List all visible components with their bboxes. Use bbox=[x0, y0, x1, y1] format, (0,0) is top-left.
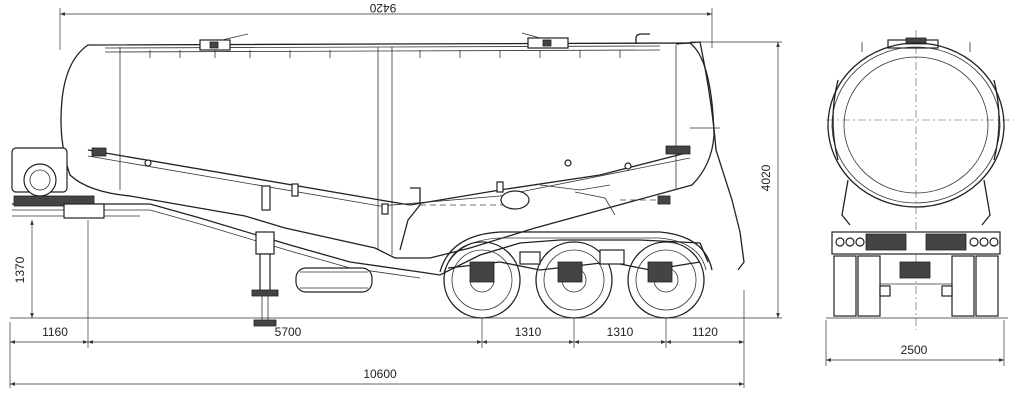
manhole-front bbox=[199, 33, 249, 51]
side-dimensions: 9420 4020 1370 1160 5700 1310 1310 1120 … bbox=[9, 1, 782, 388]
dim-seg-rear: 1120 bbox=[692, 325, 718, 339]
dim-top-length: 9420 bbox=[369, 1, 396, 15]
fender bbox=[439, 231, 713, 273]
landing-leg bbox=[251, 231, 279, 327]
rear-view bbox=[826, 30, 1014, 330]
rear-dimensions: 2500 bbox=[825, 320, 1005, 366]
air-pipeline bbox=[87, 149, 691, 206]
dim-total-length: 10600 bbox=[363, 367, 397, 381]
dim-seg-axle1: 1310 bbox=[515, 325, 542, 339]
front-coupling bbox=[11, 147, 105, 219]
spare-tire bbox=[295, 267, 373, 293]
suspension bbox=[447, 249, 701, 283]
dim-front-height: 1370 bbox=[13, 256, 27, 283]
tank-rear-shell bbox=[827, 42, 1005, 208]
dim-seg-front: 1160 bbox=[42, 325, 68, 339]
dim-seg-mid: 5700 bbox=[275, 325, 302, 339]
dim-seg-axle2: 1310 bbox=[607, 325, 634, 339]
manhole-rear bbox=[521, 32, 569, 49]
dim-width: 2500 bbox=[901, 343, 928, 357]
side-view bbox=[11, 32, 745, 327]
rear-ladder bbox=[675, 41, 745, 271]
chassis-frame bbox=[12, 203, 709, 276]
top-walkway bbox=[104, 45, 661, 49]
tank-body bbox=[60, 42, 715, 259]
dim-height: 4020 bbox=[759, 164, 773, 191]
